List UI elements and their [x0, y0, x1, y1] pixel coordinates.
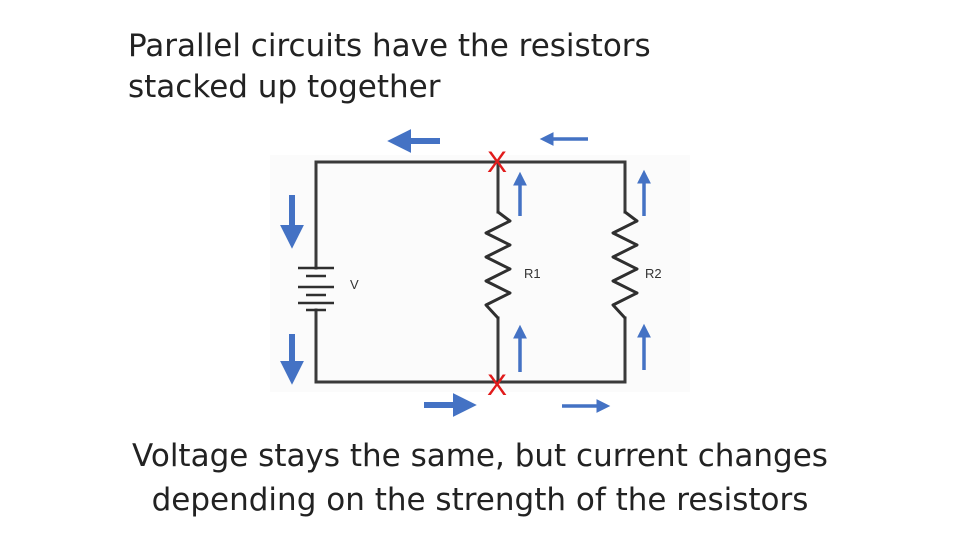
current-arrows [280, 129, 651, 417]
slide-caption-line-2: depending on the strength of the resisto… [151, 482, 809, 518]
left-wire-lower [314, 308, 627, 384]
junction-top-cross-mark-icon: X [487, 146, 507, 179]
battery-label: V [350, 277, 359, 292]
junction-bottom-cross-mark-icon: X [487, 369, 507, 402]
circuit-wires [314, 160, 627, 384]
resistor-r1-label: R1 [524, 266, 541, 281]
slide-title-line-1: Parallel circuits have the resistors [128, 28, 651, 64]
battery-icon [298, 266, 334, 312]
slide-title-line-2: stacked up together [128, 69, 441, 105]
diagram-background [270, 155, 690, 392]
left-wire [314, 160, 627, 270]
resistor-r2-label: R2 [645, 266, 662, 281]
resistor-r1-icon [484, 210, 512, 320]
slide-caption: Voltage stays the same, but current chan… [80, 434, 880, 522]
resistor-r2-icon [611, 210, 639, 320]
slide-title: Parallel circuits have the resistors sta… [128, 26, 828, 108]
slide-caption-line-1: Voltage stays the same, but current chan… [132, 438, 828, 474]
